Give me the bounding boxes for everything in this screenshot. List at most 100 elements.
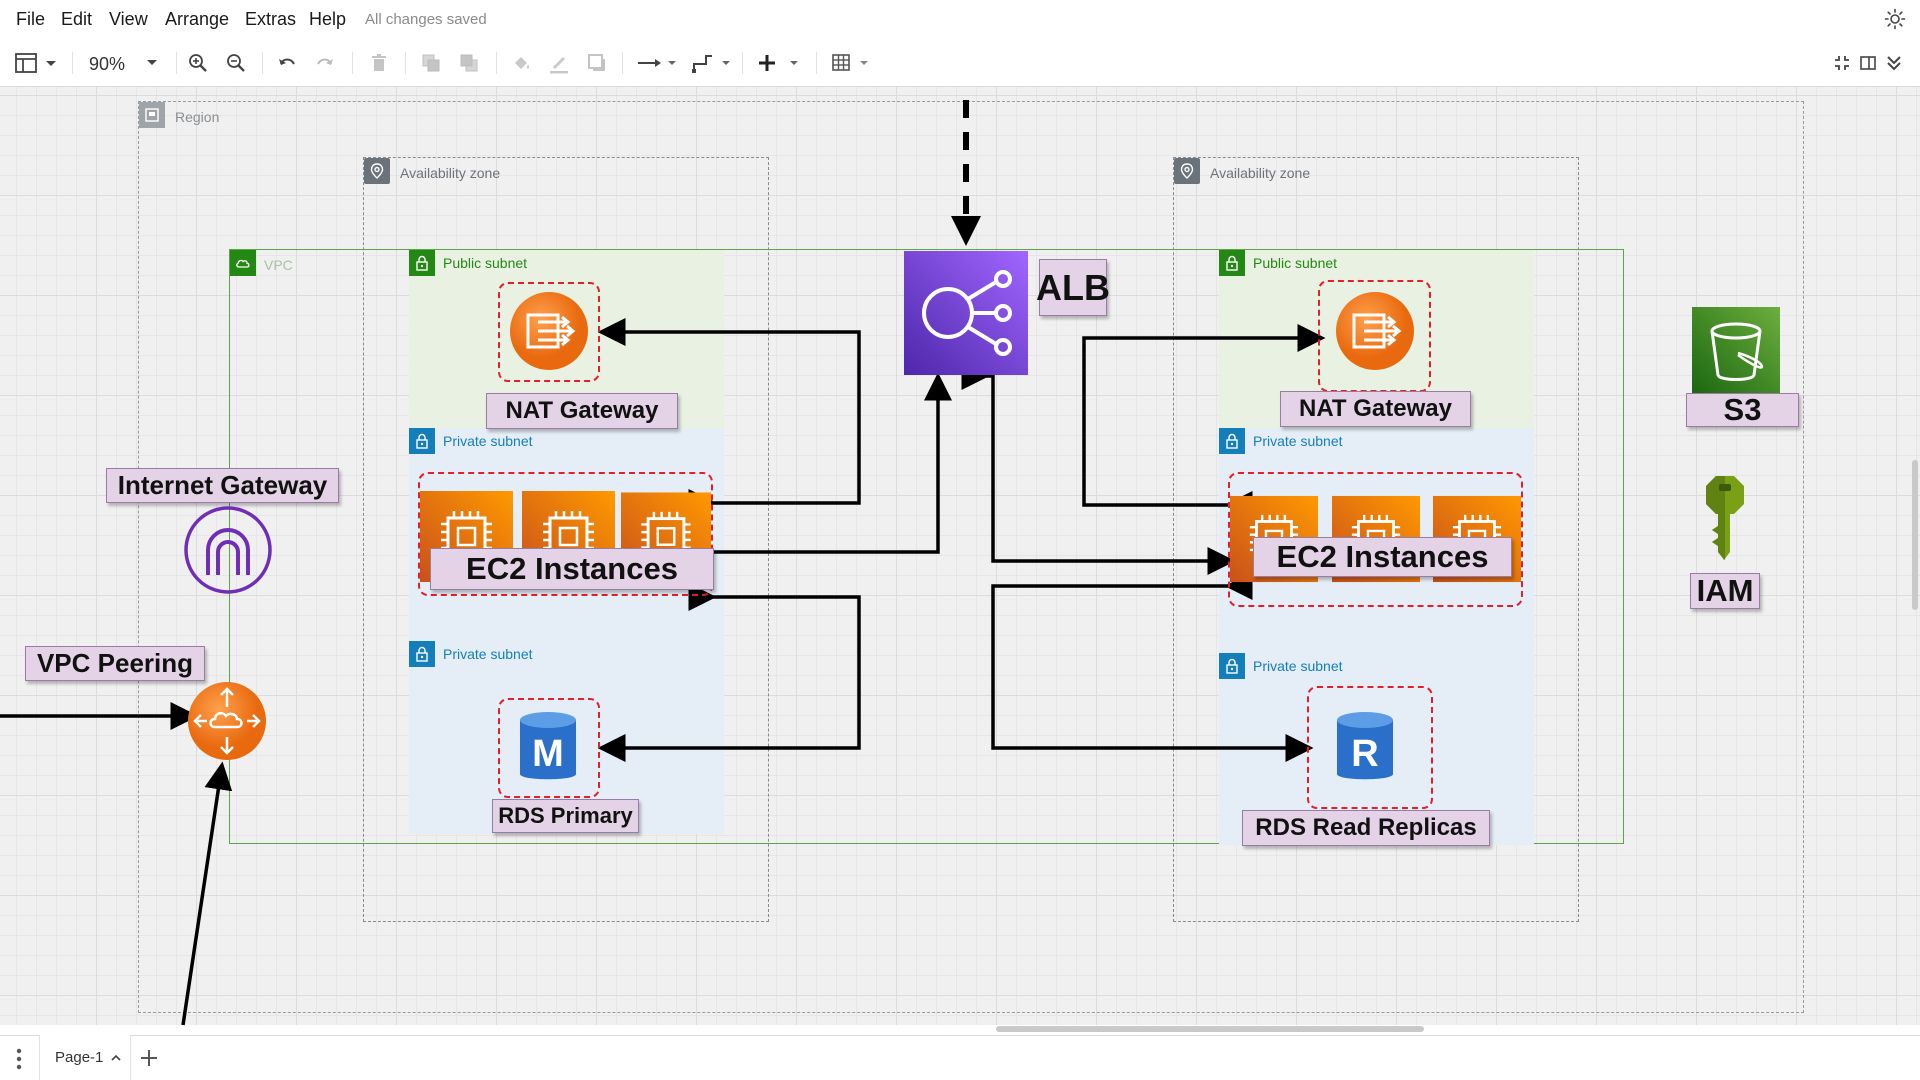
s3-node[interactable]: [1692, 307, 1780, 395]
menu-extras[interactable]: Extras: [245, 9, 297, 29]
horizontal-scrollbar[interactable]: [996, 1026, 1424, 1032]
page-tab-label: Page-1: [55, 1049, 104, 1066]
internet-gateway-icon: [184, 506, 272, 594]
redo-icon[interactable]: [312, 50, 338, 76]
menu-help[interactable]: Help: [309, 9, 347, 29]
rds-replicas-group[interactable]: [1307, 686, 1433, 809]
menu-view[interactable]: View: [109, 9, 148, 29]
database-icon: M: [520, 712, 576, 780]
s3-bucket-icon: [1692, 307, 1780, 395]
to-back-icon[interactable]: [456, 50, 482, 76]
public-subnet-label: Public subnet: [443, 255, 528, 271]
db-letter-primary: M: [532, 733, 564, 775]
collapse-icon[interactable]: [1882, 50, 1906, 76]
iam-node[interactable]: [1696, 472, 1756, 564]
page-bar: [0, 1035, 1920, 1080]
lock-icon: [409, 428, 435, 454]
line-color-icon[interactable]: [546, 50, 572, 76]
insert-icon[interactable]: [757, 50, 803, 76]
edge-external-to-igw[interactable]: [181, 761, 233, 1026]
to-front-icon[interactable]: [418, 50, 444, 76]
toolbar: [0, 40, 1920, 87]
rds-primary-node[interactable]: M: [518, 710, 578, 784]
page-tab[interactable]: Page-1: [39, 1035, 131, 1080]
nat-gateway-icon: [1336, 292, 1414, 370]
fullscreen-icon[interactable]: [1830, 50, 1854, 76]
location-pin-icon: [364, 158, 390, 184]
vpc-peering-node[interactable]: [187, 681, 267, 761]
iam-key-icon: [1706, 476, 1744, 560]
vpc-cloud-icon: [230, 250, 256, 276]
peering-connection-icon: [188, 682, 266, 760]
menu-file[interactable]: File: [16, 9, 46, 29]
zoom-dropdown-icon[interactable]: [142, 50, 162, 76]
iam-label[interactable]: IAM: [1690, 573, 1760, 609]
zoom-level[interactable]: 90%: [89, 54, 126, 74]
chevron-up-icon[interactable]: [111, 1054, 121, 1062]
table-icon[interactable]: [830, 50, 874, 76]
format-panel-icon[interactable]: [14, 50, 58, 76]
ec2-left-label[interactable]: EC2 Instances: [430, 548, 714, 590]
edge-ec2-right-to-rds-replicas[interactable]: [991, 572, 1314, 762]
sun-icon[interactable]: [1884, 8, 1906, 30]
fill-color-icon[interactable]: [509, 50, 535, 76]
nat-gateway-left-group[interactable]: [498, 282, 600, 382]
shadow-icon[interactable]: [584, 50, 610, 76]
nat-gateway-left-node[interactable]: [510, 292, 588, 370]
rds-replicas-label[interactable]: RDS Read Replicas: [1242, 810, 1490, 846]
az-left-label: Availability zone: [400, 165, 501, 181]
az-right-label: Availability zone: [1210, 165, 1311, 181]
location-pin-icon: [1174, 158, 1200, 184]
zoom-out-icon[interactable]: [223, 50, 249, 76]
region-group[interactable]: Region: [138, 101, 1804, 1013]
menu-arrange[interactable]: Arrange: [165, 9, 230, 29]
region-flag-icon: [139, 102, 165, 128]
ec2-right-group[interactable]: [1228, 472, 1523, 607]
lock-icon: [409, 641, 435, 667]
edge-alb-to-ec2-right[interactable]: [961, 362, 1236, 575]
vpc-label: VPC: [264, 257, 293, 273]
lock-icon: [1219, 250, 1245, 276]
nat-gateway-right-node[interactable]: [1336, 292, 1414, 370]
vpc-group[interactable]: VPC: [229, 249, 1624, 844]
internet-gateway-node[interactable]: [183, 505, 273, 595]
vpc-peering-label[interactable]: VPC Peering: [25, 646, 205, 681]
lock-icon: [409, 250, 435, 276]
add-page-icon[interactable]: [137, 1046, 161, 1075]
waypoints-icon[interactable]: [690, 50, 734, 76]
menubar: File Edit View Arrange Extras Help All c…: [0, 0, 1920, 40]
diagram-canvas[interactable]: [0, 87, 1920, 1025]
rds-primary-group[interactable]: [498, 698, 600, 798]
ec2-left-group[interactable]: [418, 472, 713, 596]
zoom-in-icon[interactable]: [185, 50, 211, 76]
region-label: Region: [175, 109, 220, 125]
pages-menu-icon[interactable]: [12, 1046, 26, 1077]
load-balancer-icon: [904, 251, 1028, 375]
private-subnet-label: Private subnet: [443, 646, 533, 662]
nat-gateway-left-label[interactable]: NAT Gateway: [486, 393, 678, 429]
internet-gateway-label[interactable]: Internet Gateway: [106, 468, 339, 503]
database-icon: R: [1337, 712, 1393, 780]
nat-gateway-right-label[interactable]: NAT Gateway: [1280, 391, 1471, 427]
alb-label[interactable]: ALB: [1036, 259, 1110, 316]
undo-icon[interactable]: [274, 50, 300, 76]
alb-node[interactable]: [904, 251, 1028, 375]
menu-edit[interactable]: Edit: [61, 9, 93, 29]
edge-ec2-to-rds-primary[interactable]: [597, 583, 861, 762]
edge-alb-to-ec2-left[interactable]: [688, 372, 952, 566]
connection-icon[interactable]: [636, 50, 680, 76]
delete-icon[interactable]: [366, 50, 392, 76]
public-subnet-label: Public subnet: [1253, 255, 1338, 271]
ec2-right-label[interactable]: EC2 Instances: [1253, 537, 1512, 577]
format-toggle-icon[interactable]: [1856, 50, 1880, 76]
private-subnet-label: Private subnet: [443, 433, 533, 449]
rds-replica-node[interactable]: R: [1335, 710, 1395, 784]
save-status: All changes saved: [365, 11, 487, 28]
s3-label[interactable]: S3: [1686, 392, 1799, 427]
rds-primary-label[interactable]: RDS Primary: [492, 799, 639, 833]
vertical-scrollbar[interactable]: [1912, 460, 1918, 610]
db-letter-replica: R: [1351, 733, 1378, 775]
nat-gateway-icon: [510, 292, 588, 370]
